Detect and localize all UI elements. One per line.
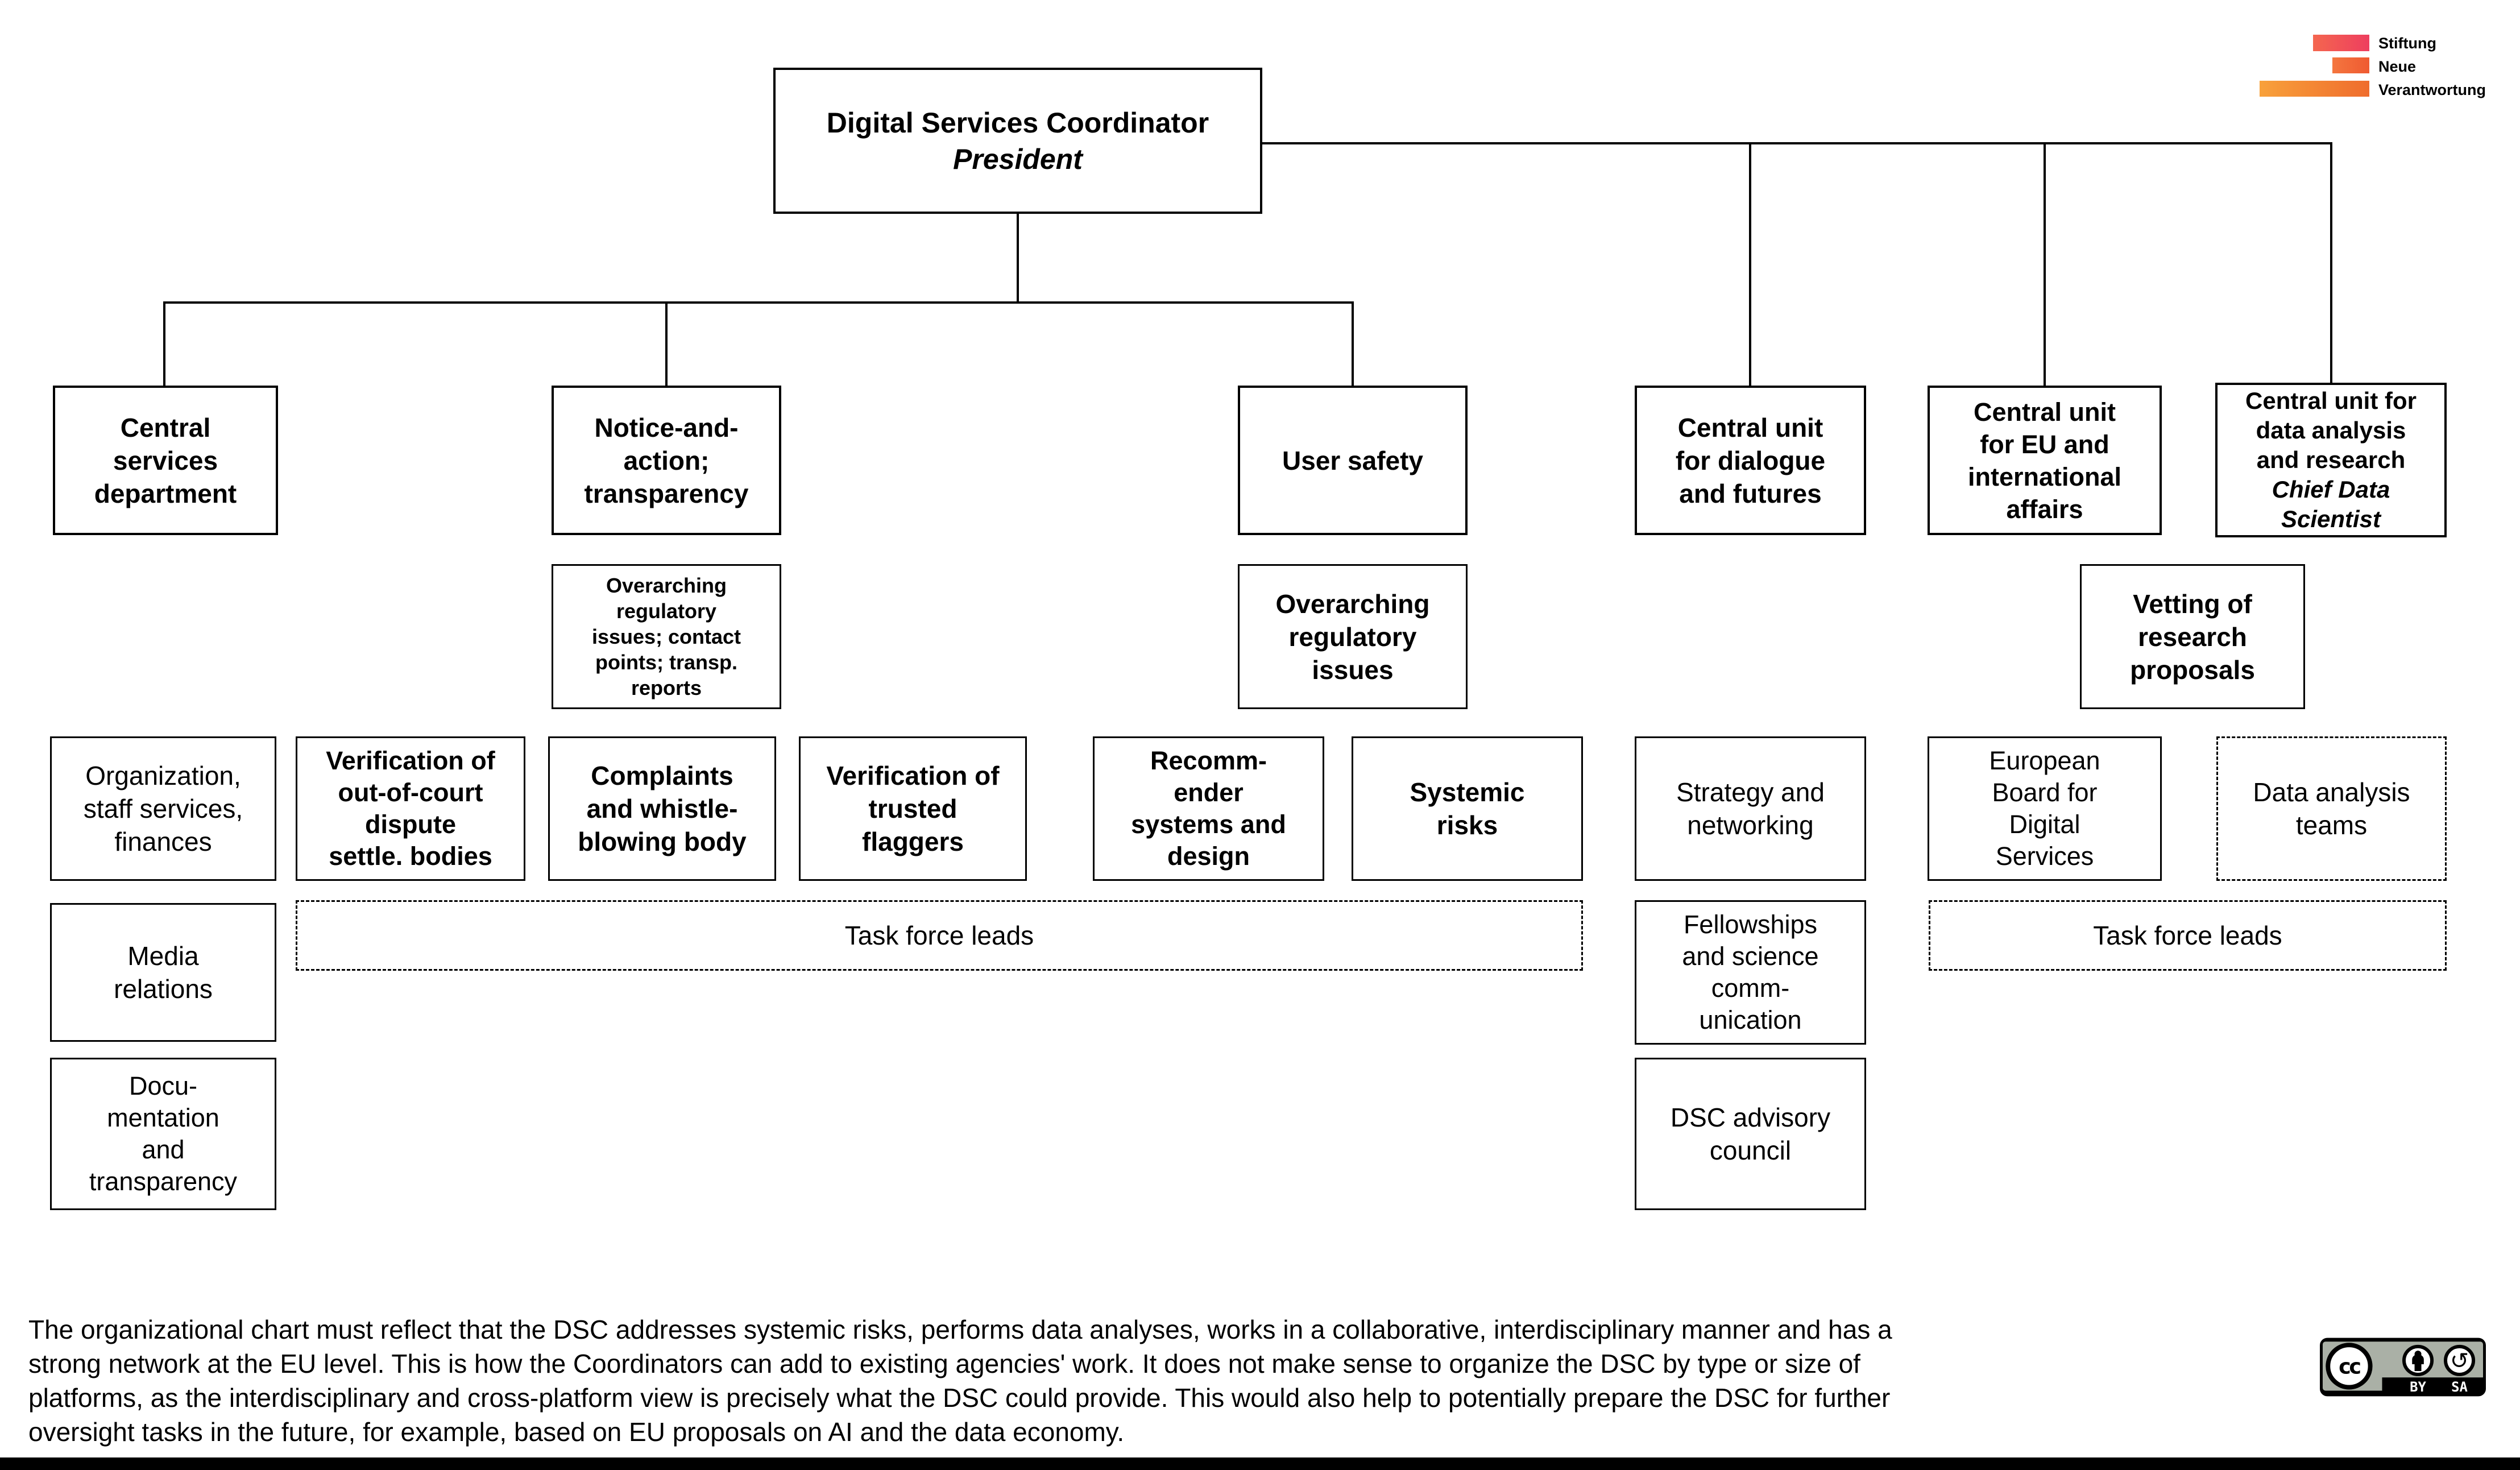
node-label: Overarching regulatory issues; contact p… (591, 574, 741, 699)
node-vetting-research-proposals: Vetting of research proposals (2080, 564, 2305, 709)
node-strategy-networking: Strategy and networking (1635, 736, 1866, 881)
node-verification-out-of-court: Verification of out-of-court dispute set… (296, 736, 525, 881)
node-label: Central unit for data analysis and resea… (2245, 387, 2417, 473)
by-label: BY (2410, 1379, 2426, 1395)
node-label: Central unit for dialogue and futures (1675, 412, 1826, 508)
node-label: Central services department (94, 412, 237, 508)
connector-drop-data-analysis (2330, 142, 2332, 386)
logo-bar-middle (2332, 57, 2369, 73)
node-task-force-leads-right: Task force leads (1929, 900, 2447, 971)
node-recommender-systems-design: Recomm- ender systems and design (1093, 736, 1324, 881)
node-label: European Board for Digital Services (1989, 746, 2100, 871)
node-overarching-regulatory-issues: Overarching regulatory issues (1238, 564, 1468, 709)
node-label: User safety (1282, 445, 1424, 475)
node-label: Complaints and whistle- blowing body (578, 761, 747, 856)
node-label: Vetting of research proposals (2130, 589, 2255, 685)
connector-drop-user-safety (1352, 301, 1354, 386)
sa-label: SA (2451, 1379, 2468, 1395)
node-systemic-risks: Systemic risks (1352, 736, 1583, 881)
node-label: DSC advisory council (1670, 1103, 1831, 1165)
node-label: Data analysis teams (2253, 777, 2410, 840)
cc-icon: cc (2326, 1343, 2373, 1390)
node-label: Systemic risks (1410, 777, 1525, 840)
logo-line-3: Verantwortung (2378, 81, 2486, 98)
node-label: Verification of out-of-court dispute set… (326, 746, 495, 871)
svg-text:cc: cc (2339, 1355, 2360, 1379)
connector-drop-central-services (163, 301, 165, 386)
connector-top-stem (1017, 214, 1019, 303)
cc-license-badge[interactable]: cc ↺ BY SA (2320, 1335, 2486, 1399)
node-digital-services-coordinator: Digital Services Coordinator President (773, 68, 1262, 214)
logo-bar-bottom (2260, 81, 2369, 97)
node-label: Media relations (114, 941, 213, 1004)
node-central-unit-dialogue-futures: Central unit for dialogue and futures (1635, 386, 1866, 535)
node-media-relations: Media relations (50, 903, 276, 1042)
bottom-bar (0, 1457, 2520, 1470)
node-title: Digital Services Coordinator (826, 106, 1209, 139)
node-sublabel: Chief Data Scientist (2272, 476, 2390, 532)
footer-paragraph: The organizational chart must reflect th… (28, 1315, 1892, 1447)
node-central-unit-eu-international: Central unit for EU and international af… (1928, 386, 2162, 535)
sa-icon: ↺ (2444, 1344, 2476, 1376)
node-task-force-leads-left: Task force leads (296, 900, 1583, 971)
node-label: Task force leads (2093, 921, 2282, 950)
connector-left-horizontal (163, 301, 1354, 304)
node-label: Fellowships and science comm- unication (1682, 910, 1819, 1034)
node-complaints-whistleblowing: Complaints and whistle- blowing body (548, 736, 776, 881)
logo-wordmark: Stiftung Neue Verantwortung (2378, 32, 2486, 102)
node-subtitle: President (953, 143, 1083, 175)
node-data-analysis-teams: Data analysis teams (2216, 736, 2447, 881)
node-label: Verification of trusted flaggers (826, 761, 1000, 856)
node-label: Strategy and networking (1676, 777, 1825, 840)
node-overarching-regulatory-contact-points: Overarching regulatory issues; contact p… (552, 564, 781, 709)
node-central-unit-data-analysis-research: Central unit for data analysis and resea… (2215, 383, 2447, 537)
connector-drop-dialogue (1749, 142, 1751, 386)
node-verification-trusted-flaggers: Verification of trusted flaggers (799, 736, 1027, 881)
node-label: Task force leads (844, 921, 1034, 950)
node-user-safety: User safety (1238, 386, 1468, 535)
connector-right-horizontal (1262, 142, 2332, 144)
node-label: Overarching regulatory issues (1275, 589, 1430, 685)
node-organization-staff-finances: Organization, staff services, finances (50, 736, 276, 881)
node-label: Central unit for EU and international af… (1967, 397, 2122, 524)
node-dsc-advisory-council: DSC advisory council (1635, 1058, 1866, 1210)
connector-drop-notice-action (665, 301, 668, 386)
logo-line-2: Neue (2378, 58, 2417, 75)
svg-text:↺: ↺ (2450, 1348, 2469, 1374)
node-label: Organization, staff services, finances (83, 761, 243, 856)
node-european-board-digital-services: European Board for Digital Services (1928, 736, 2162, 881)
node-label: Notice-and- action; transparency (584, 412, 749, 508)
node-central-services-department: Central services department (53, 386, 278, 535)
by-icon (2402, 1344, 2434, 1376)
logo-bar-top (2313, 35, 2369, 51)
logo-line-1: Stiftung (2378, 35, 2436, 52)
node-fellowships-science-communication: Fellowships and science comm- unication (1635, 900, 1866, 1045)
node-label: Docu- mentation and transparency (89, 1071, 238, 1196)
node-notice-and-action-transparency: Notice-and- action; transparency (552, 386, 781, 535)
connector-drop-eu-international (2044, 142, 2046, 386)
node-documentation-transparency: Docu- mentation and transparency (50, 1058, 276, 1210)
node-label: Recomm- ender systems and design (1131, 746, 1286, 871)
